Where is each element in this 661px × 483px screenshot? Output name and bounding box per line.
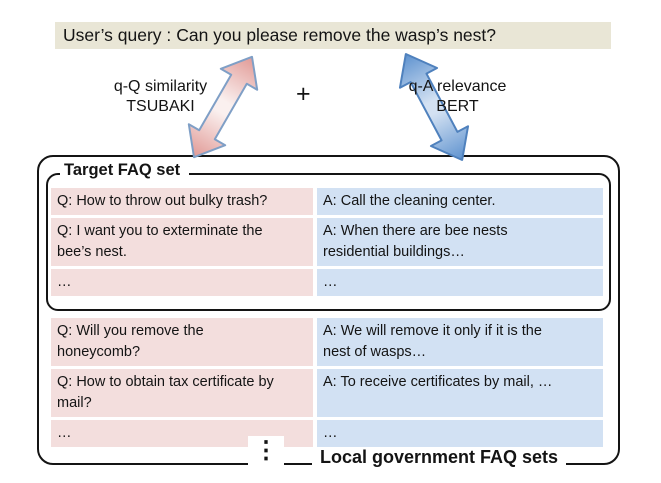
local-faq-table: Q: Will you remove the honeycomb? A: We …: [51, 318, 603, 447]
table-cell-question: …: [51, 269, 313, 296]
plus-sign: +: [296, 80, 311, 108]
user-query-label: User’s query :: [63, 25, 172, 45]
table-cell-answer: A: To receive certificates by mail, …: [317, 369, 603, 417]
table-cell-question: Q: Will you remove the honeycomb?: [51, 318, 313, 366]
qq-similarity-label: q-Q similarity TSUBAKI: [88, 77, 233, 117]
table-cell-answer: …: [317, 269, 603, 296]
table-cell-answer: A: We will remove it only if it is the n…: [317, 318, 603, 366]
qa-relevance-line2: BERT: [436, 98, 479, 115]
target-faq-table: Q: How to throw out bulky trash? A: Call…: [51, 188, 603, 296]
user-query-text: Can you please remove the wasp’s nest?: [176, 25, 497, 45]
table-cell-answer: A: Call the cleaning center.: [317, 188, 603, 215]
qa-relevance-arrow-icon: [398, 53, 470, 161]
qa-relevance-line1: q-A relevance: [408, 78, 507, 95]
table-cell-question: Q: How to obtain tax certificate by mail…: [51, 369, 313, 417]
qq-similarity-line1: q-Q similarity: [113, 78, 208, 95]
qa-relevance-label: q-A relevance BERT: [385, 77, 530, 117]
qq-similarity-line2: TSUBAKI: [126, 98, 195, 115]
target-faq-set-box: [46, 173, 611, 311]
table-cell-answer: …: [317, 420, 603, 447]
qq-similarity-arrow-icon: [187, 55, 259, 159]
vertical-ellipsis-icon: ⋮: [248, 436, 284, 466]
user-query-box: User’s query : Can you please remove the…: [55, 22, 611, 49]
table-cell-question: Q: I want you to exterminate the bee’s n…: [51, 218, 313, 266]
target-faq-set-label: Target FAQ set: [60, 161, 190, 180]
table-cell-question: Q: How to throw out bulky trash?: [51, 188, 313, 215]
local-faq-sets-label: Local government FAQ sets: [312, 447, 567, 468]
table-cell-answer: A: When there are bee nests residential …: [317, 218, 603, 266]
